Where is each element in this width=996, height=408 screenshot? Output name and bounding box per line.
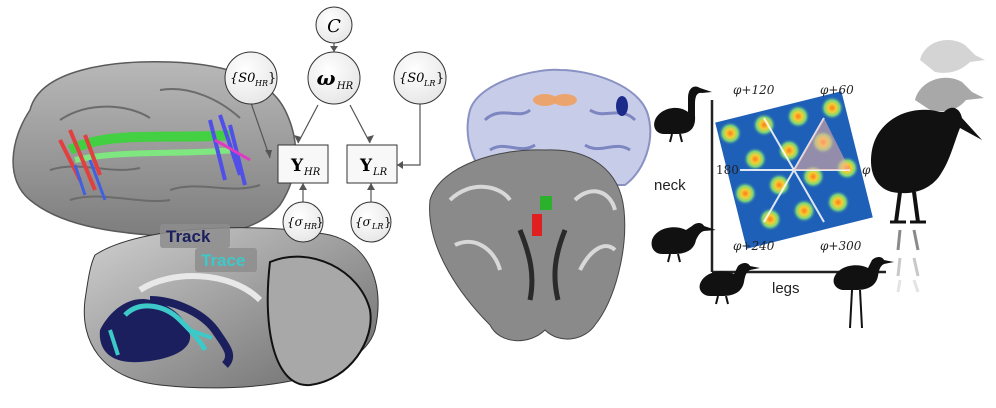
node-sigma-lr: {σ LR }	[350, 201, 392, 243]
node-omega-sub: HR	[336, 81, 354, 92]
bird-long-neck-icon	[654, 86, 712, 143]
bird-short-legs-icon	[699, 263, 760, 305]
node-omega-symbol: ω	[316, 66, 335, 90]
node-y-hr: Y HR	[277, 144, 329, 184]
bird-short-neck-icon	[651, 223, 716, 263]
trace-label: Trace	[201, 251, 245, 270]
node-y-hr-sub: HR	[303, 167, 321, 178]
bird-long-legs-icon	[833, 257, 894, 329]
grid-sector-highlight	[794, 118, 850, 170]
node-y-lr-sub: LR	[372, 167, 388, 178]
coronal-mri-slice	[429, 149, 626, 342]
track-trace-fibers	[99, 296, 234, 368]
node-y-lr-label: Y	[359, 156, 373, 176]
graphical-model-edges	[250, 43, 421, 203]
node-y-lr: Y LR	[346, 144, 398, 184]
angle-label-top-left: φ+120	[733, 83, 775, 97]
node-s0-hr-brace: }	[268, 71, 276, 86]
trace-label-box	[195, 248, 257, 272]
fmri-green-cluster	[540, 196, 552, 210]
node-sigma-lr-sub: LR	[371, 222, 383, 231]
node-sigma-hr: {σ HR }	[282, 201, 324, 243]
bird-morph-sequence	[870, 40, 985, 293]
graphical-model-arrowheads	[265, 46, 403, 190]
node-c: C	[315, 6, 353, 44]
node-s0-lr: {S0 LR }	[393, 51, 447, 105]
node-s0-lr-sub: LR	[423, 79, 435, 88]
tractography-bundle	[58, 114, 251, 201]
angle-label-right: φ	[862, 163, 871, 177]
y-axis-label-neck: neck	[654, 177, 686, 194]
node-c-label: C	[327, 16, 341, 37]
node-s0-hr: {S0 HR }	[224, 51, 278, 105]
node-s0-hr-sub: HR	[254, 79, 268, 88]
node-s0-hr-label: {S0	[230, 71, 255, 86]
node-sigma-lr-brace: }	[384, 215, 392, 229]
track-label: Track	[166, 227, 211, 246]
angle-label-left: 180	[716, 163, 739, 177]
track-label-box	[160, 224, 230, 248]
node-s0-lr-label: {S0	[399, 71, 424, 86]
angle-label-bottom-left: φ+240	[733, 239, 775, 253]
node-y-hr-label: Y	[290, 156, 304, 176]
node-sigma-hr-sub: HR	[303, 222, 317, 231]
node-sigma-hr-brace: }	[316, 215, 324, 229]
node-sigma-hr-label: {σ	[287, 215, 304, 229]
node-omega-hr: ω HR	[307, 51, 361, 105]
x-axis-label-legs: legs	[772, 280, 800, 297]
node-s0-lr-brace: }	[436, 71, 444, 86]
node-sigma-lr-label: {σ	[355, 215, 372, 229]
angle-label-top-right: φ+60	[820, 83, 854, 97]
fmri-red-cluster	[532, 214, 542, 236]
angle-label-bottom-right: φ+300	[820, 239, 862, 253]
